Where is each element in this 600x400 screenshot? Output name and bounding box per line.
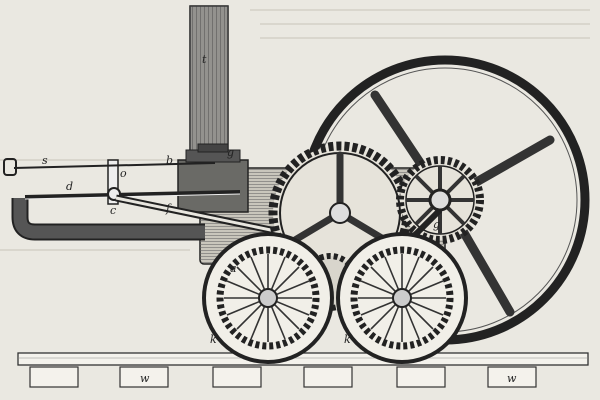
label-a: a	[230, 262, 237, 275]
left-wheel	[202, 232, 334, 364]
exhaust-pipe	[11, 198, 205, 241]
sleepers	[29, 366, 537, 388]
piston-rod	[24, 190, 241, 200]
paper-texture	[0, 9, 590, 251]
label-k-left: k	[210, 333, 217, 346]
chimney	[189, 5, 229, 167]
label-c: c	[110, 204, 116, 217]
label-w-right: w	[507, 372, 517, 385]
cylinder	[177, 143, 249, 213]
label-d: d	[66, 180, 73, 193]
label-g-top: g	[227, 146, 234, 159]
diagram-labels: t s o g b d c f g a k k w w	[42, 53, 517, 385]
label-o: o	[120, 167, 127, 180]
valve-rod	[3, 158, 216, 176]
label-s: s	[42, 154, 48, 167]
label-t: t	[202, 53, 207, 66]
label-f: f	[165, 202, 172, 215]
rail-track	[17, 352, 589, 366]
label-k-right: k	[344, 333, 351, 346]
label-g: g	[433, 218, 440, 231]
right-wheel	[336, 232, 468, 364]
label-w-left: w	[140, 372, 150, 385]
small-gear	[396, 156, 484, 244]
label-b: b	[166, 154, 173, 167]
